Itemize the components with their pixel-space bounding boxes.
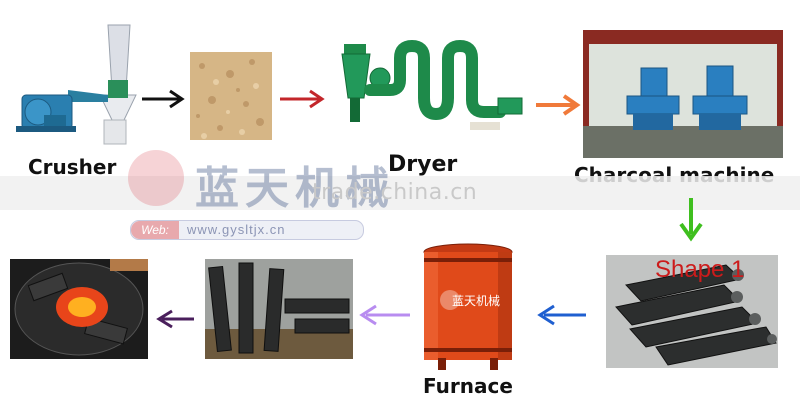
crusher-photo (8, 20, 138, 150)
arrow-orange-icon (536, 94, 581, 116)
furnace-label: Furnace (423, 374, 513, 398)
briquettes-photo (606, 255, 778, 368)
brand-logo-icon (128, 150, 184, 206)
charcoal-machine-photo (583, 30, 783, 158)
crusher-label: Crusher (28, 155, 117, 179)
charcoal-sticks-photo (205, 259, 353, 359)
arrow-green-icon (679, 198, 703, 242)
web-bar: Web: www.gysltjx.cn (130, 220, 364, 240)
dryer-label: Dryer (388, 152, 458, 177)
arrow-black-icon (142, 89, 185, 109)
sawdust-photo (190, 52, 272, 140)
brand-watermark: 蓝天机械 (195, 163, 395, 214)
arrow-purple-icon (156, 309, 194, 329)
arrow-violet-icon (359, 304, 410, 326)
web-url: www.gysltjx.cn (187, 222, 286, 237)
watermark-band (0, 176, 800, 210)
furnace-photo (418, 238, 518, 370)
shape-annotation: Shape 1 (655, 256, 745, 283)
site-watermark: trade.china.cn (312, 180, 478, 205)
web-label: Web: (131, 221, 179, 239)
arrow-blue-icon (537, 304, 586, 326)
arrow-red-icon (280, 89, 325, 109)
furnace-logo-text: 蓝天机械 (452, 294, 501, 308)
burning-charcoal-photo (10, 259, 148, 359)
dryer-photo (330, 38, 530, 138)
